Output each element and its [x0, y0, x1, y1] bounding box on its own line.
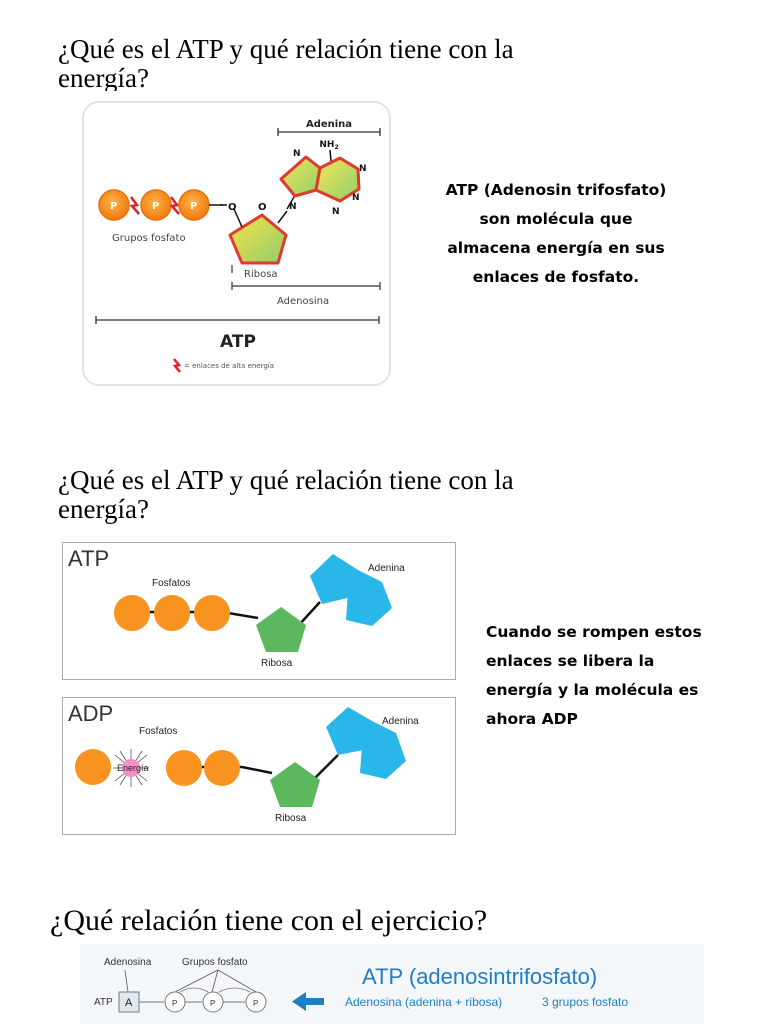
- adenine-ring-2: [360, 721, 406, 779]
- ribosa-label: Ribosa: [244, 269, 278, 280]
- svg-text:P: P: [110, 201, 117, 212]
- energia-label: Energía: [117, 763, 149, 773]
- svg-text:O: O: [228, 202, 237, 213]
- slide1-title: ¿Qué es el ATP y qué relación tiene con …: [58, 35, 514, 91]
- phosphate-1: [114, 595, 150, 631]
- adenine-five-ring: [279, 155, 322, 198]
- ribose-pentagon: [270, 762, 320, 807]
- adenine-ring-1: [310, 554, 358, 604]
- atp-small-label: ATP: [94, 997, 113, 1008]
- adenina-label: Adenina: [306, 119, 352, 130]
- ribose-pentagon: [228, 213, 288, 265]
- svg-text:P: P: [152, 201, 159, 212]
- adenine-ring-2: [346, 570, 392, 626]
- phosphate-2: [154, 595, 190, 631]
- ribose-pentagon: [256, 607, 306, 652]
- adenosina-label: Adenosina: [104, 957, 152, 968]
- phosphate-released: [75, 749, 111, 785]
- adp-description: Cuando se rompen estos enlaces se libera…: [486, 623, 702, 728]
- adenina-label: Adenina: [368, 563, 405, 574]
- grupos-fosfato-label: Grupos fosfato: [112, 233, 186, 244]
- svg-text:O: O: [258, 202, 267, 213]
- atp-molecule-box: ATP Fosfatos Ribosa Adenina: [62, 542, 456, 680]
- legend-text: = enlaces de alta energía: [184, 362, 274, 370]
- nh2-label: NH2: [319, 140, 338, 151]
- ribosa-label: Ribosa: [275, 813, 307, 824]
- slide2-title: ¿Qué es el ATP y qué relación tiene con …: [58, 465, 514, 524]
- atp-description: ATP (Adenosin trifosfato) son molécula q…: [445, 181, 667, 286]
- adp-molecule-box: ADP Fosfatos Energía Ribosa Adenina: [62, 697, 456, 835]
- fosfatos-label: Fosfatos: [152, 578, 190, 589]
- high-energy-bond-icon: [129, 196, 140, 215]
- adenine-ring-1: [326, 707, 372, 755]
- atp-box-label: ATP: [68, 546, 109, 571]
- grupos-subtitle: 3 grupos fosfato: [542, 995, 628, 1009]
- phosphate-2: [204, 750, 240, 786]
- adp-box-label: ADP: [68, 701, 113, 726]
- svg-text:N: N: [293, 149, 301, 159]
- svg-text:A: A: [125, 997, 133, 1009]
- adenina-label: Adenina: [382, 716, 419, 727]
- atp-exercise-diagram: Adenosina Grupos fosfato ATP A P P P ATP…: [80, 944, 704, 1024]
- adenine-six-ring: [314, 156, 361, 203]
- high-energy-bond-legend-icon: [172, 358, 182, 373]
- adenosina-label: Adenosina: [277, 296, 329, 307]
- adenosina-subtitle: Adenosina (adenina + ribosa): [345, 995, 502, 1009]
- svg-text:N: N: [289, 202, 297, 212]
- svg-text:N: N: [332, 207, 340, 217]
- fosfatos-label: Fosfatos: [139, 726, 177, 737]
- phosphate-groups: P P P: [98, 189, 223, 221]
- atp-heading: ATP (adenosintrifosfato): [362, 964, 597, 989]
- svg-text:P: P: [172, 999, 177, 1008]
- grupos-fosfato-label: Grupos fosfato: [182, 957, 248, 968]
- phosphate-3: [245, 991, 267, 1013]
- atp-structure-diagram: Adenina NH2 N N N N N O O P P P Grupos f…: [82, 101, 391, 386]
- high-energy-bond-icon: [169, 196, 180, 215]
- svg-text:P: P: [253, 999, 258, 1008]
- arrow-left-icon: [292, 992, 324, 1011]
- svg-text:N: N: [352, 193, 360, 203]
- ribosa-label: Ribosa: [261, 658, 293, 669]
- phosphate-3: [194, 595, 230, 631]
- phosphate-1: [166, 750, 202, 786]
- svg-text:P: P: [210, 999, 215, 1008]
- svg-text:N: N: [359, 164, 367, 174]
- atp-label: ATP: [220, 332, 256, 352]
- svg-text:P: P: [190, 201, 197, 212]
- slide3-title: ¿Qué relación tiene con el ejercicio?: [50, 904, 488, 937]
